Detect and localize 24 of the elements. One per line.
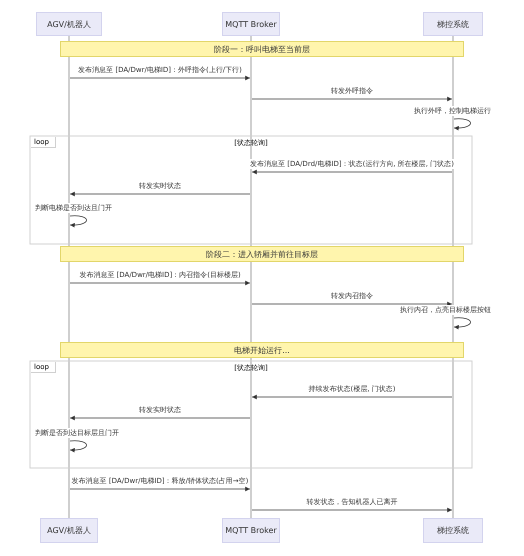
message-arrow [70, 416, 250, 420]
message-arrow [70, 192, 250, 196]
participant-box: MQTT Broker [222, 518, 280, 543]
self-message-arrow [70, 215, 87, 228]
lifeline [250, 36, 252, 518]
self-message-arrow [454, 118, 471, 130]
message-arrow [252, 170, 452, 174]
message-arrow [252, 508, 452, 512]
participant-box: 梯控系统 [423, 12, 483, 36]
participant-box: AGV/机器人 [40, 518, 98, 543]
message-arrow [252, 302, 452, 306]
note-band: 电梯开始运行... [60, 342, 464, 358]
note-band: 阶段一：呼叫电梯至当前层 [60, 41, 464, 57]
message-arrow [252, 96, 452, 102]
self-message-arrow [454, 317, 471, 330]
participant-box: 梯控系统 [423, 518, 483, 543]
participant-box: MQTT Broker [222, 12, 280, 36]
participant-box: AGV/机器人 [36, 12, 102, 36]
self-message-arrow [70, 440, 87, 452]
message-arrow [70, 76, 250, 80]
message-arrow [252, 394, 452, 400]
message-arrow [70, 486, 250, 492]
note-band: 阶段二：进入轿厢并前往目标层 [60, 246, 464, 262]
message-arrow [70, 280, 250, 286]
